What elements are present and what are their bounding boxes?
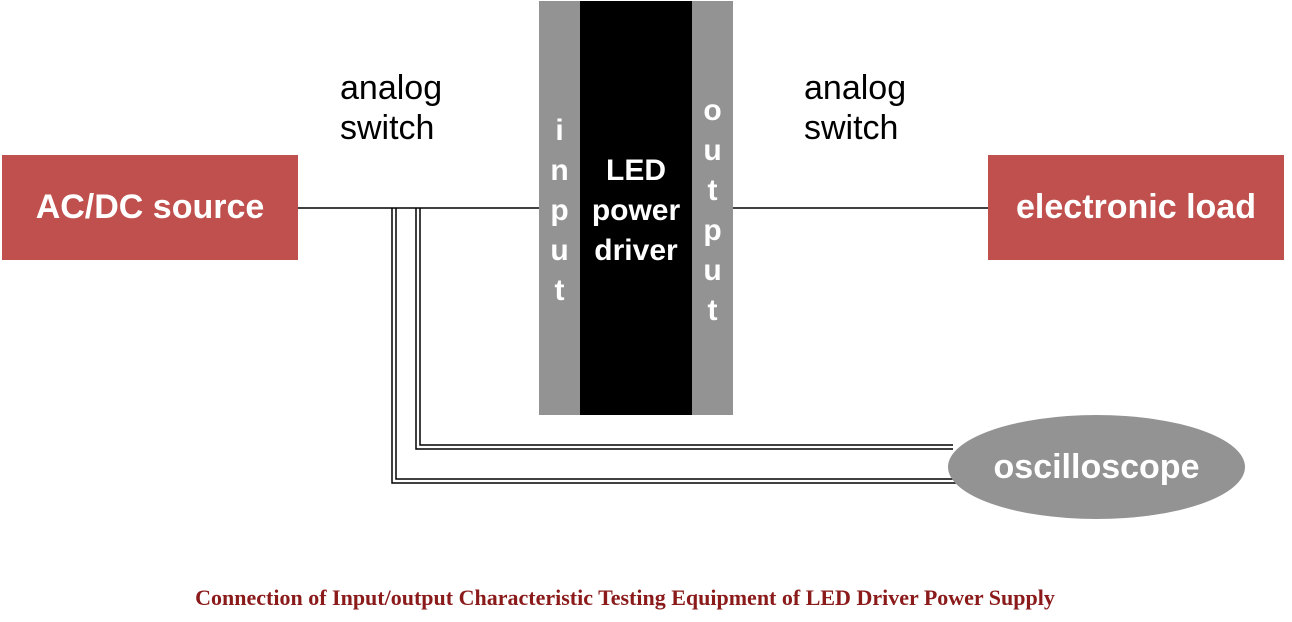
figure-caption: Connection of Input/output Characteristi… bbox=[195, 585, 1055, 610]
driver-output-port: o u t p u t bbox=[692, 1, 733, 415]
probe-wire-inner-a bbox=[415, 208, 953, 450]
ac-dc-source-box: AC/DC source bbox=[2, 155, 298, 260]
output-letter: p bbox=[703, 214, 722, 247]
driver-label-line1: LED bbox=[606, 154, 666, 187]
probe-wire-inner-b bbox=[419, 208, 953, 446]
driver-label-line3: driver bbox=[594, 234, 678, 267]
input-letter: n bbox=[550, 154, 569, 187]
oscilloscope-ellipse: oscilloscope bbox=[948, 415, 1245, 519]
input-letter: i bbox=[555, 114, 564, 147]
output-letter: u bbox=[703, 254, 722, 287]
analog-switch-left-line2: switch bbox=[340, 109, 435, 147]
input-letter: t bbox=[554, 274, 565, 307]
probe-wire-outer-a bbox=[391, 208, 960, 484]
analog-switch-right-line1: analog bbox=[804, 69, 907, 107]
driver-input-port: i n p u t bbox=[539, 1, 580, 415]
driver-label-line2: power bbox=[591, 194, 681, 227]
analog-switch-label-right: analog switch bbox=[804, 68, 906, 148]
led-power-driver-box: LED power driver bbox=[580, 1, 692, 415]
analog-switch-label-left: analog switch bbox=[340, 68, 442, 148]
output-letter: t bbox=[707, 294, 718, 327]
electronic-load-label: electronic load bbox=[1016, 188, 1256, 226]
input-letter: p bbox=[550, 194, 569, 227]
output-letter: t bbox=[707, 174, 718, 207]
oscilloscope-label: oscilloscope bbox=[993, 447, 1200, 486]
ac-dc-source-label: AC/DC source bbox=[35, 188, 265, 226]
analog-switch-left-line1: analog bbox=[340, 69, 443, 107]
analog-switch-right-line2: switch bbox=[804, 109, 899, 147]
input-letter: u bbox=[550, 234, 569, 267]
probe-wire-outer-b bbox=[395, 208, 960, 480]
output-letter: o bbox=[703, 94, 722, 127]
led-power-driver-label: LED power driver bbox=[580, 151, 692, 271]
output-letter: u bbox=[703, 134, 722, 167]
electronic-load-box: electronic load bbox=[988, 155, 1284, 260]
